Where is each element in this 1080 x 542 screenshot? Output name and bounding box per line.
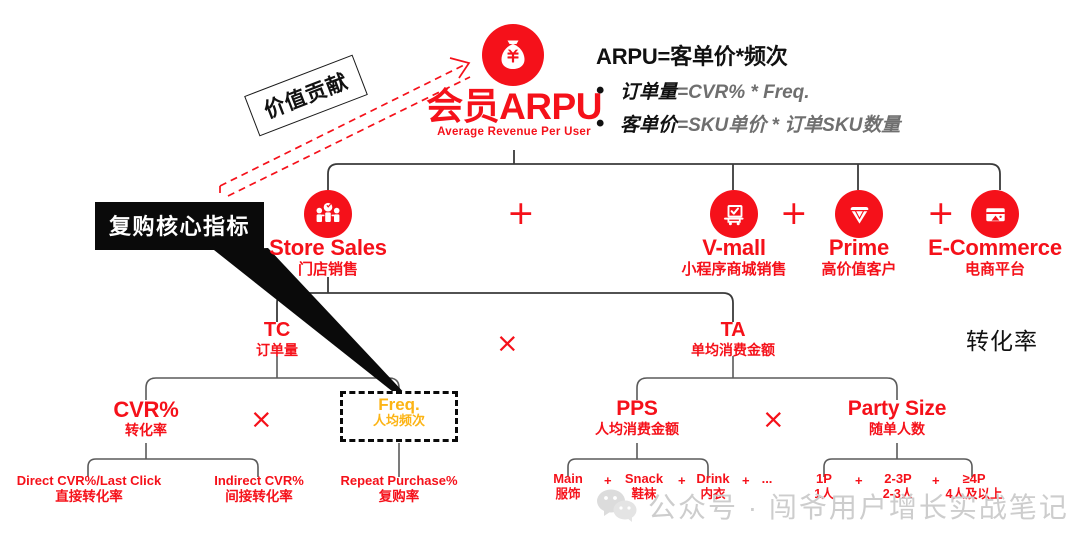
cart-check-icon <box>710 190 758 238</box>
conversion-rate-annotation: 转化率 <box>966 328 1038 354</box>
leaf-pps-drink: Drink 内衣 <box>685 471 741 502</box>
bullet-icon: • <box>596 110 605 137</box>
value-contribution-label: 价值贡献 <box>261 69 352 123</box>
leaf-party-4p-cn: 4人及以上 <box>945 486 1003 501</box>
small-plus-4: + <box>855 473 863 488</box>
leaf-pps-snack-cn: 鞋袜 <box>631 486 657 501</box>
leaf-repeat-purchase-cn: 复购率 <box>378 488 420 504</box>
leaf-party-1p: 1P 1人 <box>797 471 851 502</box>
leaf-direct-cvr-en: Direct CVR%/Last Click <box>16 473 162 488</box>
channel-prime-cn: 高价值客户 <box>821 261 897 279</box>
channel-vmall-cn: 小程序商城销售 <box>681 261 787 279</box>
small-plus-1: + <box>604 473 612 488</box>
leaf-party-23p-en: 2-3P <box>884 471 912 486</box>
node-party-size-en: Party Size <box>847 397 947 420</box>
leaf-pps-main-cn: 服饰 <box>555 486 581 501</box>
formula-line-2-left: 客单价 <box>620 115 678 136</box>
leaf-pps-drink-cn: 内衣 <box>700 486 726 501</box>
channel-ecommerce-en: E-Commerce <box>928 235 1062 260</box>
channel-store-sales-cn: 门店销售 <box>297 261 358 279</box>
leaf-repeat-purchase: Repeat Purchase% 复购率 <box>328 473 470 505</box>
node-tc-cn: 订单量 <box>256 342 298 358</box>
leaf-party-4p: ≥4P 4人及以上 <box>937 471 1011 502</box>
node-cvr: CVR% 转化率 <box>76 398 216 438</box>
node-cvr-en: CVR% <box>113 397 179 422</box>
node-tc-en: TC <box>263 319 291 341</box>
channel-prime-en: Prime <box>828 235 890 260</box>
node-freq-en: Freq. <box>378 395 420 414</box>
plus-operator-1: + <box>507 193 535 232</box>
leaf-pps-drink-en: Drink <box>696 471 730 486</box>
formula-headline: ARPU=客单价*频次 <box>596 44 788 69</box>
small-plus-5: + <box>932 473 940 488</box>
node-tc: TC 订单量 <box>207 319 347 359</box>
leaf-pps-more: ... <box>752 471 782 487</box>
leaf-indirect-cvr-en: Indirect CVR% <box>214 473 304 488</box>
repurchase-core-callout: 复购核心指标 <box>95 202 265 250</box>
node-ta: TA 单均消费金额 <box>653 319 813 359</box>
store-people-icon <box>304 190 352 238</box>
node-party-size-cn: 随单人数 <box>869 421 925 438</box>
formula-line-2: • 客单价=SKU单价 * 订单SKU数量 <box>596 110 900 137</box>
formula-block: ARPU=客单价*频次 • 订单量=CVR% * Freq. • 客单价=SKU… <box>596 39 900 137</box>
leaf-pps-main-en: Main <box>553 471 583 486</box>
root-title: 会员ARPU Average Revenue Per User <box>414 88 614 140</box>
leaf-indirect-cvr-cn: 间接转化率 <box>225 488 293 504</box>
node-ta-en: TA <box>720 319 746 341</box>
leaf-party-1p-cn: 1人 <box>814 486 834 501</box>
node-ta-cn: 单均消费金额 <box>691 342 775 358</box>
node-pps-en: PPS <box>616 397 658 420</box>
channel-vmall: V-mall 小程序商城销售 <box>644 236 824 278</box>
leaf-party-4p-en: ≥4P <box>962 471 986 486</box>
root-title-cn: 会员ARPU <box>426 86 602 127</box>
channel-prime: Prime 高价值客户 <box>779 236 939 278</box>
node-freq: Freq. 人均频次 <box>340 396 458 429</box>
leaf-direct-cvr: Direct CVR%/Last Click 直接转化率 <box>8 473 170 505</box>
leaf-party-1p-en: 1P <box>816 471 832 486</box>
channel-store-sales-en: Store Sales <box>269 235 387 260</box>
node-party-size: Party Size 随单人数 <box>817 397 977 438</box>
formula-line-1-right: =CVR% * Freq. <box>677 82 810 103</box>
channel-store-sales: Store Sales 门店销售 <box>238 236 418 278</box>
bullet-icon: • <box>596 77 605 104</box>
channel-ecommerce: E-Commerce 电商平台 <box>905 236 1080 278</box>
times-operator-3: × <box>762 404 785 435</box>
money-bag-icon <box>482 24 544 86</box>
node-cvr-cn: 转化率 <box>125 422 167 439</box>
leaf-party-23p: 2-3P 2-3人 <box>866 471 930 502</box>
leaf-pps-snack-en: Snack <box>624 471 664 486</box>
small-plus-3: + <box>742 473 750 488</box>
diamond-icon <box>835 190 883 238</box>
plus-operator-3: + <box>927 193 955 232</box>
repurchase-core-label: 复购核心指标 <box>109 214 251 239</box>
value-contribution-callout: 价值贡献 <box>244 54 368 137</box>
leaf-repeat-purchase-en: Repeat Purchase% <box>340 473 458 488</box>
formula-line-2-right: =SKU单价 * 订单SKU数量 <box>677 115 901 136</box>
leaf-party-23p-cn: 2-3人 <box>882 486 914 501</box>
leaf-pps-snack: Snack 鞋袜 <box>613 471 675 502</box>
leaf-pps-main: Main 服饰 <box>538 471 598 502</box>
channel-vmall-en: V-mall <box>702 235 766 260</box>
briefcase-icon <box>971 190 1019 238</box>
times-operator-2: × <box>250 404 273 435</box>
leaf-direct-cvr-cn: 直接转化率 <box>55 488 123 504</box>
channel-ecommerce-cn: 电商平台 <box>964 261 1025 279</box>
times-operator-1: × <box>496 328 519 359</box>
node-pps: PPS 人均消费金额 <box>562 397 712 438</box>
node-pps-cn: 人均消费金额 <box>595 421 679 438</box>
small-plus-2: + <box>678 473 686 488</box>
root-title-en: Average Revenue Per User <box>437 126 591 138</box>
node-freq-cn: 人均频次 <box>372 412 425 428</box>
leaf-indirect-cvr: Indirect CVR% 间接转化率 <box>190 473 328 505</box>
leaf-pps-more-en: ... <box>761 471 773 486</box>
formula-line-1: • 订单量=CVR% * Freq. <box>596 77 900 104</box>
plus-operator-2: + <box>780 193 808 232</box>
formula-line-1-left: 订单量 <box>620 82 678 103</box>
